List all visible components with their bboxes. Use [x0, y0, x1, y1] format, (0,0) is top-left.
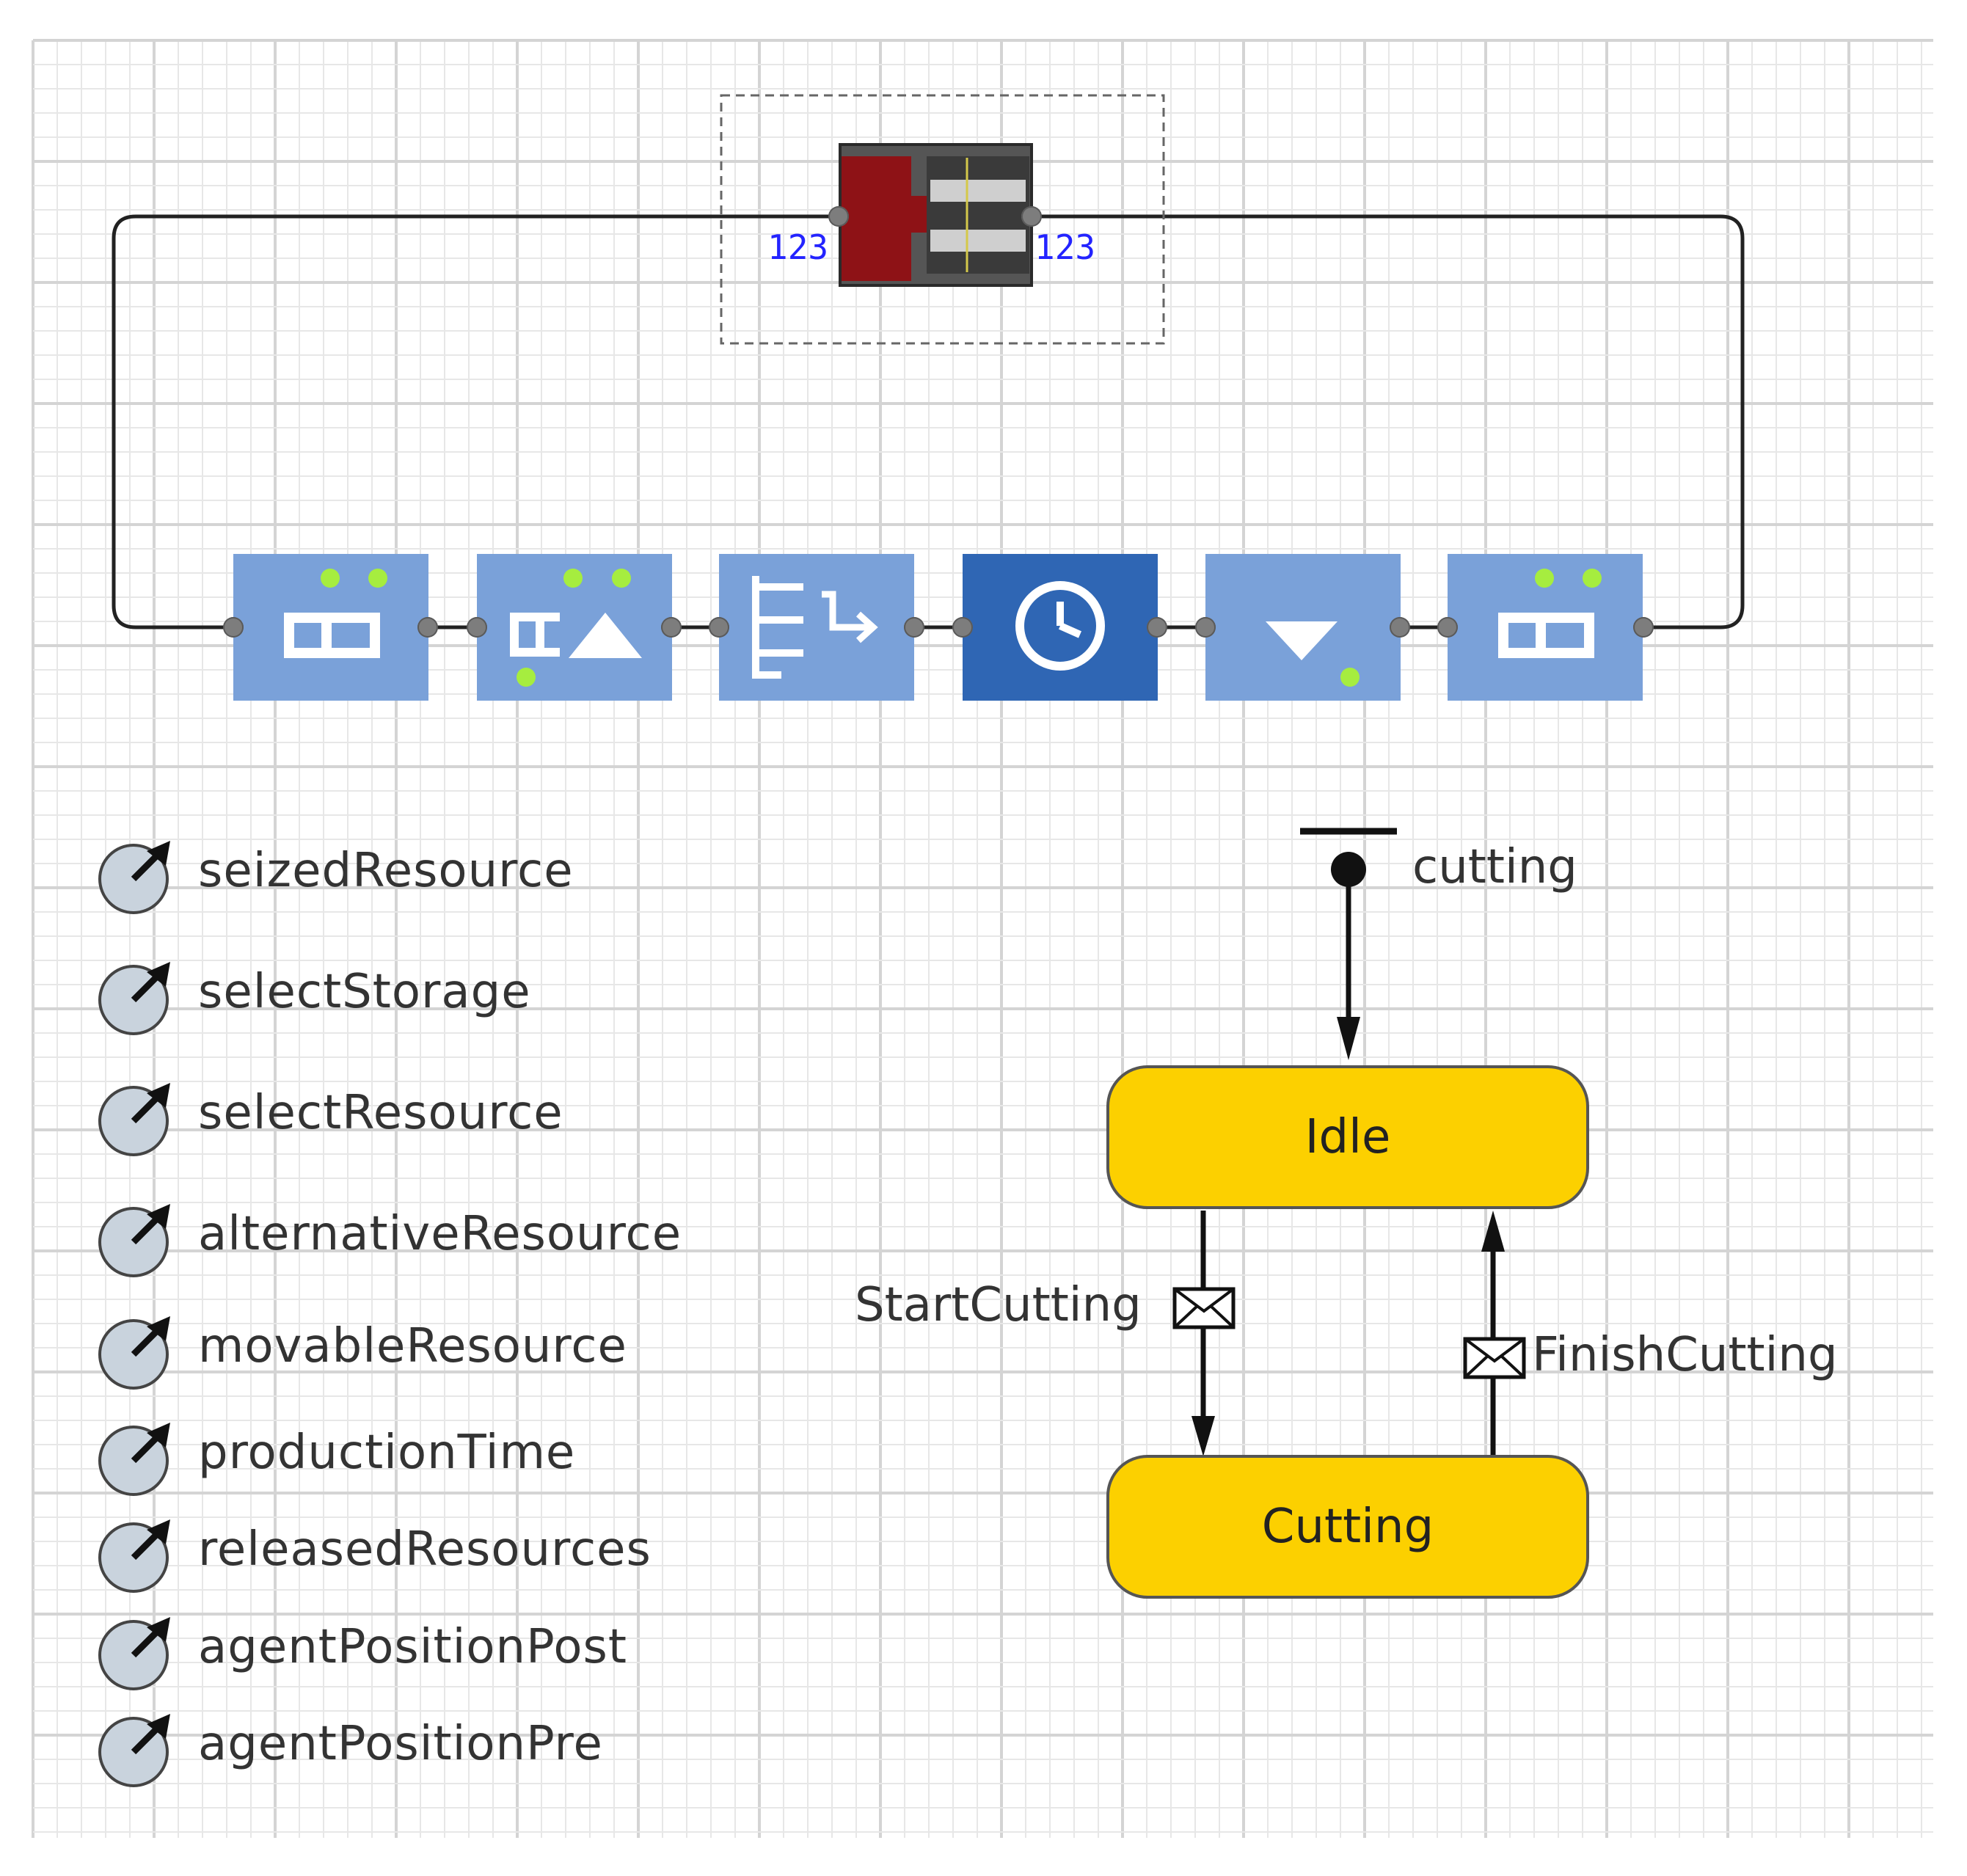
variable-item[interactable]: movableResource — [95, 1312, 756, 1393]
variable-item[interactable]: agentPositionPost — [95, 1613, 756, 1693]
seize-icon — [510, 569, 642, 687]
transition-finish-cutting[interactable]: FinishCutting — [1532, 1328, 1838, 1382]
block-port[interactable] — [1437, 617, 1458, 638]
statechart-name[interactable]: cutting — [1412, 840, 1577, 894]
pool-count-right: 123 — [1034, 227, 1096, 267]
block-port[interactable] — [1147, 617, 1167, 638]
variable-item[interactable]: alternativeResource — [95, 1200, 756, 1280]
state-cutting[interactable]: Cutting — [1106, 1455, 1589, 1599]
block-port[interactable] — [904, 617, 924, 638]
variable-icon — [98, 1423, 170, 1496]
release-icon — [1266, 621, 1360, 687]
block-port[interactable] — [223, 617, 244, 638]
variable-item[interactable]: selectStorage — [95, 957, 756, 1038]
seize-block[interactable] — [477, 554, 672, 701]
variable-icon — [98, 1204, 170, 1277]
block-port[interactable] — [709, 617, 729, 638]
message-icon — [1172, 1287, 1236, 1329]
block-port[interactable] — [1390, 617, 1410, 638]
variable-item[interactable]: seizedResource — [95, 836, 756, 917]
release-block[interactable] — [1205, 554, 1401, 701]
select-output-block[interactable] — [719, 554, 914, 701]
variable-item[interactable]: agentPositionPre — [95, 1709, 756, 1790]
variable-item[interactable]: selectResource — [95, 1078, 756, 1159]
resource-pool[interactable] — [839, 143, 1033, 287]
variable-label: seizedResource — [198, 844, 574, 898]
variable-label: selectStorage — [198, 965, 531, 1019]
pool-port-right[interactable] — [1021, 206, 1042, 227]
delay-icon — [1015, 581, 1105, 671]
variable-label: movableResource — [198, 1319, 627, 1373]
queue-block-2[interactable] — [1448, 554, 1643, 701]
variable-label: agentPositionPre — [198, 1717, 603, 1771]
select-output-icon — [752, 576, 878, 679]
block-port[interactable] — [467, 617, 487, 638]
queue-icon — [284, 569, 387, 658]
block-port[interactable] — [952, 617, 973, 638]
resource-pool-icon — [839, 143, 1033, 287]
variable-label: alternativeResource — [198, 1207, 682, 1261]
block-port[interactable] — [1195, 617, 1216, 638]
variable-label: selectResource — [198, 1086, 563, 1140]
block-port[interactable] — [661, 617, 682, 638]
variable-icon — [98, 1617, 170, 1690]
variable-icon — [98, 1083, 170, 1156]
variable-item[interactable]: productionTime — [95, 1418, 756, 1499]
variable-icon — [98, 1519, 170, 1593]
queue-icon — [1498, 569, 1602, 658]
variable-icon — [98, 962, 170, 1035]
variable-label: agentPositionPost — [198, 1620, 627, 1674]
variable-label: productionTime — [198, 1426, 576, 1480]
block-port[interactable] — [417, 617, 438, 638]
state-idle[interactable]: Idle — [1106, 1065, 1589, 1209]
transition-start-cutting[interactable]: StartCutting — [855, 1278, 1142, 1332]
pool-port-left[interactable] — [828, 206, 849, 227]
variable-icon — [98, 1316, 170, 1390]
delay-block[interactable] — [963, 554, 1158, 701]
message-icon — [1463, 1337, 1526, 1379]
block-port[interactable] — [1633, 617, 1654, 638]
queue-block-1[interactable] — [233, 554, 428, 701]
variable-item[interactable]: releasedResources — [95, 1515, 756, 1596]
pool-count-left: 123 — [767, 227, 829, 267]
variable-icon — [98, 841, 170, 914]
variable-icon — [98, 1714, 170, 1787]
variable-label: releasedResources — [198, 1522, 652, 1577]
